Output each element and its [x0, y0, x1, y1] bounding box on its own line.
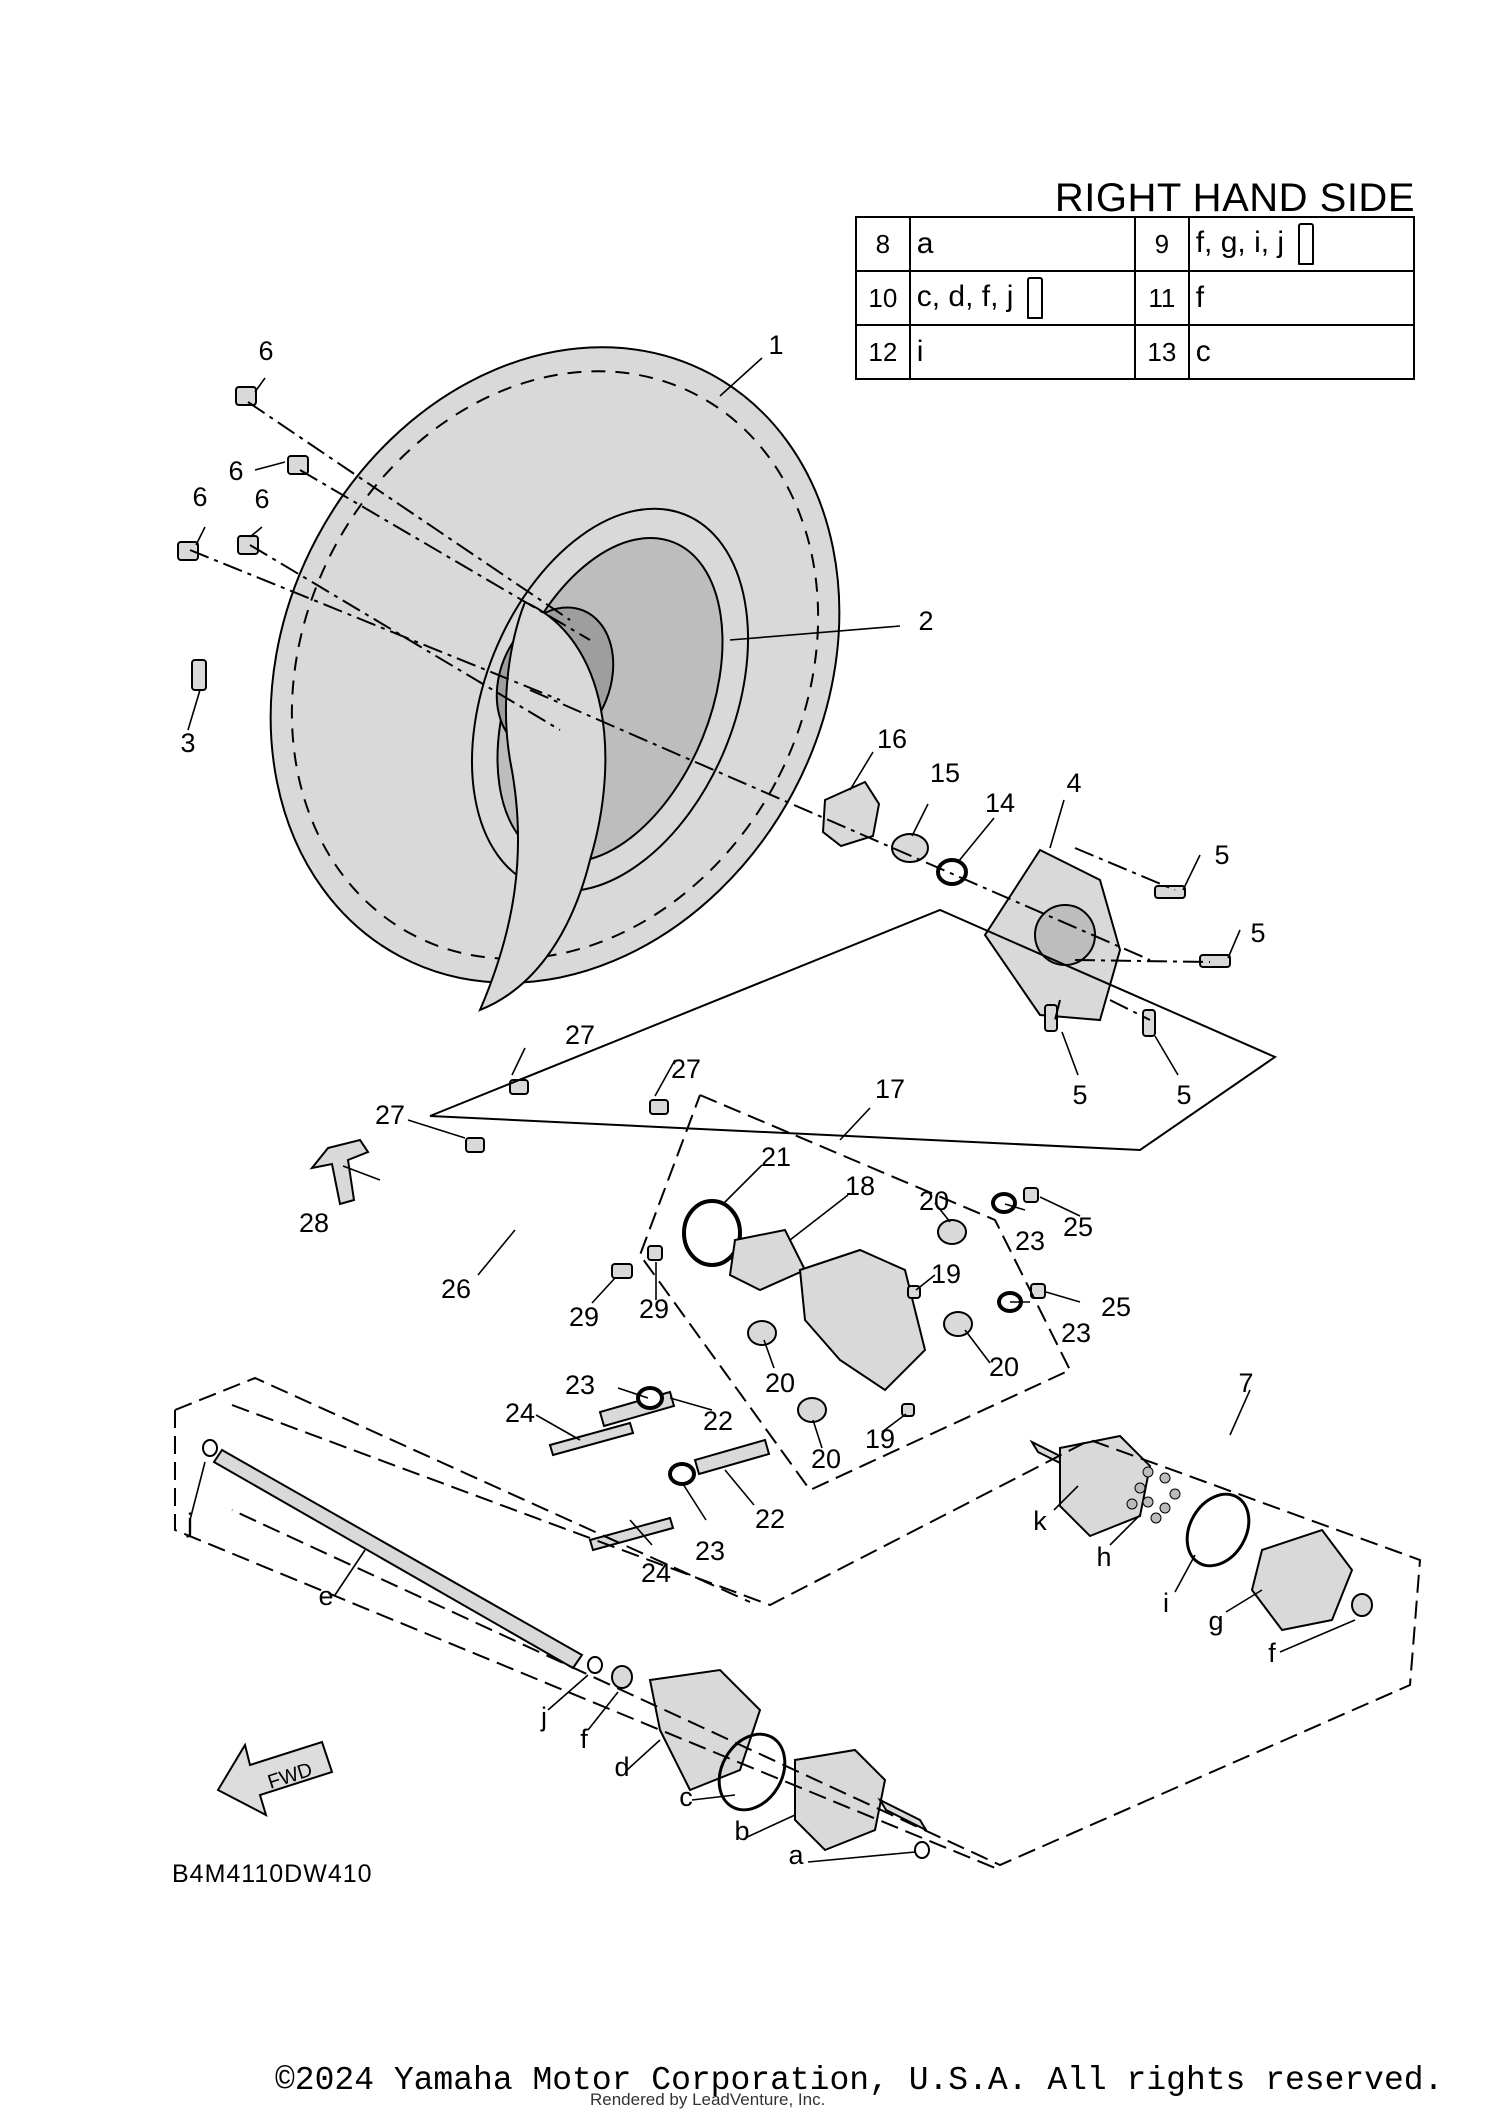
callout-25a: 25	[1063, 1212, 1093, 1242]
callout-20d: 20	[811, 1444, 841, 1474]
callout-h: h	[1096, 1542, 1111, 1572]
callout-23a: 23	[565, 1370, 595, 1400]
callout-15: 15	[930, 758, 960, 788]
callout-24a: 24	[505, 1398, 535, 1428]
legend-letters-text: a	[916, 227, 934, 260]
callout-e: e	[318, 1581, 333, 1611]
grease-tube-icon	[1298, 223, 1315, 265]
callout-22a: 22	[703, 1406, 733, 1436]
callout-6a: 6	[258, 336, 273, 366]
callout-17: 17	[875, 1074, 905, 1104]
callout-4: 4	[1066, 768, 1081, 798]
legend-part-number: 12	[855, 324, 911, 380]
callout-28: 28	[299, 1208, 329, 1238]
copyright-notice: ©2024 Yamaha Motor Corporation, U.S.A. A…	[275, 2062, 1444, 2099]
callout-f-right: f	[1268, 1638, 1276, 1668]
legend-part-number: 9	[1133, 216, 1190, 272]
callout-i: i	[1163, 1588, 1169, 1618]
legend-part-letters: c	[1187, 324, 1416, 380]
hub-parts	[821, 780, 1231, 1037]
callout-25b: 25	[1101, 1292, 1131, 1322]
legend-part-letters: i	[908, 324, 1136, 380]
legend-part-number: 11	[1133, 270, 1190, 326]
callout-26: 26	[441, 1274, 471, 1304]
callout-27a: 27	[565, 1020, 595, 1050]
brake-parts	[309, 600, 669, 1279]
legend-part-letters: f, g, i, j	[1187, 216, 1416, 272]
callout-29a: 29	[569, 1302, 599, 1332]
callout-j-left: j	[186, 1508, 193, 1538]
callout-6d: 6	[254, 484, 269, 514]
callout-29b: 29	[639, 1294, 669, 1324]
callout-18: 18	[845, 1171, 875, 1201]
diagram-code: B4M4110DW410	[172, 1860, 373, 1888]
grease-tube-icon	[1027, 277, 1044, 319]
callout-20b: 20	[765, 1368, 795, 1398]
callout-23c: 23	[1015, 1226, 1045, 1256]
leader-lines	[187, 357, 1356, 1863]
callout-5c: 5	[1072, 1080, 1087, 1110]
callout-14: 14	[985, 788, 1015, 818]
legend-part-letters: a	[908, 216, 1136, 272]
callout-2: 2	[918, 606, 933, 636]
callout-16: 16	[877, 724, 907, 754]
callout-6b: 6	[228, 456, 243, 486]
legend-letters-text: c, d, f, j	[916, 279, 1014, 313]
callout-g: g	[1208, 1606, 1223, 1636]
callout-k: k	[1033, 1506, 1047, 1536]
fwd-arrow: FWD	[216, 1740, 334, 1817]
callout-3: 3	[180, 728, 195, 758]
callout-5b: 5	[1250, 918, 1265, 948]
callout-d: d	[614, 1752, 629, 1782]
lug-nuts	[177, 386, 309, 691]
callout-20c: 20	[989, 1352, 1019, 1382]
callout-7: 7	[1238, 1368, 1253, 1398]
callout-5d: 5	[1176, 1080, 1191, 1110]
callout-5a: 5	[1214, 840, 1229, 870]
assembly-outlines	[174, 401, 1422, 1871]
callout-a: a	[788, 1840, 804, 1870]
callout-19a: 19	[931, 1259, 961, 1289]
driveshaft-parts	[202, 1434, 1373, 1859]
knuckle-parts	[548, 1187, 1046, 1552]
ball-bearings	[1126, 1466, 1181, 1524]
callout-b: b	[734, 1816, 749, 1846]
callout-23b: 23	[695, 1536, 725, 1566]
rendered-by-watermark: Rendered by LeadVenture, Inc.	[590, 2090, 826, 2109]
callout-22b: 22	[755, 1504, 785, 1534]
callout-1: 1	[768, 330, 783, 360]
callout-j-right: j	[540, 1702, 547, 1732]
legend-letters-text: f	[1195, 281, 1205, 314]
callout-21: 21	[761, 1142, 791, 1172]
callout-6c: 6	[192, 482, 207, 512]
callout-23d: 23	[1061, 1318, 1091, 1348]
callout-c: c	[679, 1782, 693, 1812]
legend-letters-text: c	[1195, 335, 1211, 368]
legend-part-letters: f	[1187, 270, 1416, 326]
callout-24b: 24	[641, 1558, 671, 1588]
callout-20a: 20	[919, 1186, 949, 1216]
callout-labels: 1 2 3 4 5 5 5 5 6 6 6 6 7 14 15 16 17 18…	[180, 330, 1276, 1870]
legend-part-number: 13	[1133, 324, 1190, 380]
callout-f-left: f	[580, 1724, 588, 1754]
legend-letters-text: f, g, i, j	[1195, 225, 1285, 259]
legend-part-number: 10	[855, 270, 911, 326]
legend-title: RIGHT HAND SIDE	[1054, 176, 1415, 220]
legend-letters-text: i	[916, 335, 924, 368]
legend-part-letters: c, d, f, j	[908, 270, 1136, 326]
callout-27b: 27	[671, 1054, 701, 1084]
callout-19b: 19	[865, 1424, 895, 1454]
legend-part-number: 8	[855, 216, 911, 272]
callout-27c: 27	[375, 1100, 405, 1130]
